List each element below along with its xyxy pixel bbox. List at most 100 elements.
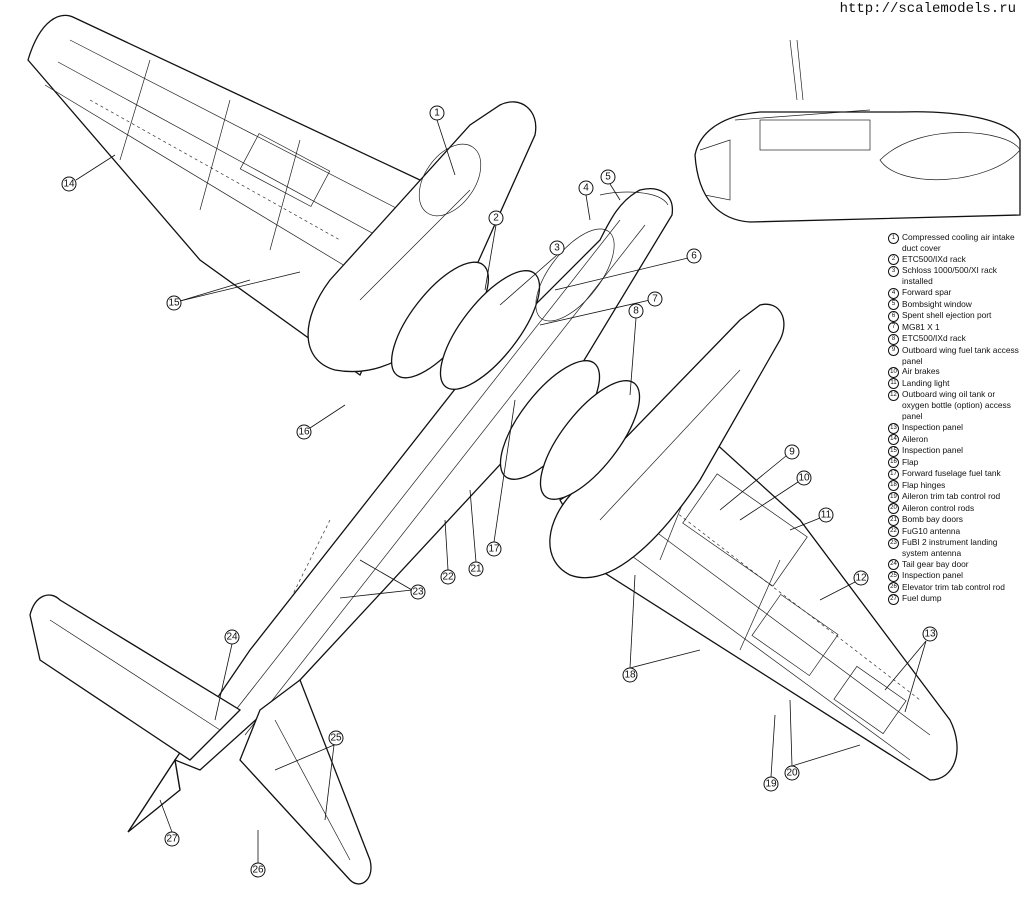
left-tailplane [29, 594, 242, 761]
callout-25: 25 [330, 733, 342, 744]
legend-label: FuBI 2 instrument landing system antenna [902, 537, 998, 559]
callout-26: 26 [252, 865, 264, 876]
callout-12: 12 [855, 573, 867, 584]
legend-label: Fuel dump [902, 593, 942, 604]
callout-2: 2 [493, 213, 499, 224]
legend-number: 4 [888, 287, 899, 299]
callout-17: 17 [488, 544, 500, 555]
callout-13: 13 [924, 629, 936, 640]
nose-side-view-inset [694, 39, 1021, 223]
callout-19: 19 [765, 779, 777, 790]
callout-16: 16 [298, 427, 310, 438]
bomb-bay [390, 228, 641, 500]
legend-label: Tail gear bay door [902, 558, 969, 569]
legend-number: 8 [888, 333, 899, 345]
legend-label: Inspection panel [902, 570, 963, 581]
legend-label: Aileron trim tab control rod [902, 491, 1001, 502]
legend-number: 25 [888, 570, 899, 582]
right-tailplane [239, 678, 372, 885]
legend-label: Bomb bay doors [902, 514, 963, 525]
callout-22: 22 [442, 572, 454, 583]
callout-11: 11 [821, 510, 832, 521]
legend-label: ETC500/IXd rack [902, 333, 966, 344]
legend-label: Elevator trim tab control rod [902, 581, 1005, 592]
watermark: http://scalemodels.ru [835, 0, 1020, 18]
legend-number: 10 [888, 366, 899, 378]
callout-18: 18 [624, 670, 636, 681]
callout-20: 20 [786, 768, 798, 779]
callout-21: 21 [470, 564, 482, 575]
legend-number: 5 [888, 299, 899, 311]
legend-number: 7 [888, 322, 899, 334]
callout-10: 10 [798, 473, 810, 484]
callout-7: 7 [652, 294, 658, 305]
legend-label: Schloss 1000/500/XI rack installed [902, 265, 997, 287]
legend-number: 20 [888, 503, 899, 515]
legend-number: 15 [888, 445, 899, 457]
tail-cone [127, 758, 181, 833]
callout-27: 27 [166, 834, 178, 845]
legend-label: FuG10 antenna [902, 525, 961, 536]
legend-number: 24 [888, 559, 899, 571]
legend-number: 9 [888, 345, 899, 357]
legend-label: Flap hinges [902, 479, 946, 490]
legend-label: Flap [902, 456, 919, 467]
legend-number: 14 [888, 434, 899, 446]
callout-9: 9 [789, 447, 795, 458]
callout-markers: 1 2 3 4 5 6 7 8 9 10 11 12 13 14 15 16 1… [61, 105, 938, 878]
legend-number: 11 [888, 378, 899, 390]
callout-3: 3 [554, 243, 560, 254]
legend-label: Spent shell ejection port [902, 310, 992, 321]
callout-14: 14 [63, 179, 75, 190]
legend-label: Bombsight window [902, 298, 972, 309]
legend-label: MG81 X 1 [902, 321, 940, 332]
legend-label: Compressed cooling air intake duct cover [902, 232, 1015, 253]
legend-number: 26 [888, 582, 899, 594]
callout-5: 5 [605, 172, 611, 183]
legend-label: Aileron [902, 433, 929, 444]
legend-number: 16 [888, 457, 899, 469]
legend-number: 1 [888, 232, 899, 244]
legend-label: Inspection panel [902, 445, 963, 456]
legend-label: Aileron control rods [902, 502, 975, 513]
legend-label: Outboard wing fuel tank access panel [902, 344, 1019, 366]
right-engine-nacelle [549, 303, 785, 579]
legend-label: Landing light [902, 377, 950, 388]
legend-number: 23 [888, 537, 899, 549]
legend-number: 18 [888, 480, 899, 492]
callout-15: 15 [168, 298, 180, 309]
callout-24: 24 [226, 632, 238, 643]
legend-label: Inspection panel [902, 422, 963, 433]
legend-number: 19 [888, 491, 899, 503]
legend-number: 22 [888, 526, 899, 538]
legend-number: 2 [888, 254, 899, 266]
legend-number: 3 [888, 265, 899, 277]
legend-label: Forward fuselage fuel tank [902, 468, 1001, 479]
legend-label: ETC500/IXd rack [902, 253, 966, 264]
callout-6: 6 [691, 251, 697, 262]
